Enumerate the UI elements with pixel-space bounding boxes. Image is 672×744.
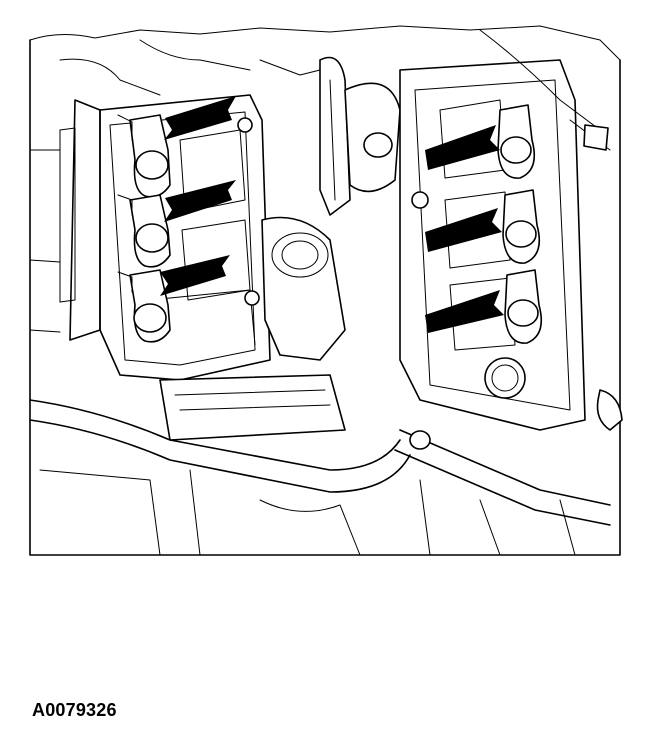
arrow-right-coil-2 [425, 208, 502, 252]
engine-bay-outline [29, 25, 621, 556]
arrow-right-coil-3 [425, 290, 504, 333]
intake-manifold [261, 56, 401, 361]
wiring-harness [59, 29, 611, 151]
arrow-left-coil-1 [164, 96, 236, 140]
arrow-left-coil-3 [160, 255, 230, 296]
pointer-arrows [160, 96, 504, 333]
left-ignition-coils [117, 114, 171, 343]
arrow-right-coil-1 [425, 125, 500, 170]
figure-id-label: A0079326 [32, 700, 117, 720]
lower-components [29, 117, 623, 556]
right-ignition-coils [497, 104, 543, 344]
arrow-left-coil-2 [164, 180, 236, 222]
